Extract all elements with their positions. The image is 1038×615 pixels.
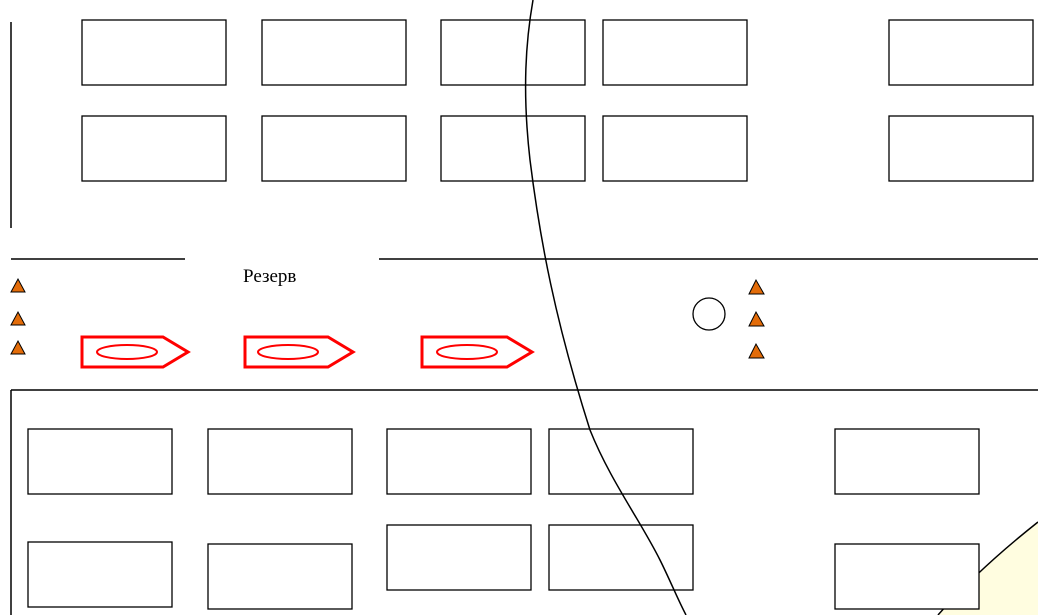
bottom-block xyxy=(834,428,980,495)
bottom-block xyxy=(548,524,694,591)
top-block xyxy=(602,115,748,182)
boat-icon xyxy=(80,335,191,369)
top-block xyxy=(602,19,748,86)
warning-triangle-icon xyxy=(10,310,26,326)
bottom-block xyxy=(207,428,353,495)
left-warning-markers xyxy=(10,277,26,355)
boat-icon xyxy=(243,335,356,369)
bottom-blocks xyxy=(27,428,980,610)
right-warning-markers xyxy=(748,278,765,359)
top-block xyxy=(261,115,407,182)
reserve-boats xyxy=(80,335,535,369)
warning-triangle-icon xyxy=(10,277,26,293)
top-blocks xyxy=(81,19,1034,182)
bottom-block xyxy=(207,543,353,610)
bottom-block xyxy=(27,428,173,495)
bottom-block xyxy=(834,543,980,610)
boat-icon xyxy=(420,335,535,369)
reserve-label: Резерв xyxy=(243,266,296,287)
top-block xyxy=(81,19,227,86)
bottom-block xyxy=(548,428,694,495)
bottom-block xyxy=(386,428,532,495)
warning-triangle-icon xyxy=(10,339,26,355)
warning-triangle-icon xyxy=(748,278,765,295)
top-block xyxy=(261,19,407,86)
top-block xyxy=(440,115,586,182)
top-block xyxy=(81,115,227,182)
warning-triangle-icon xyxy=(748,342,765,359)
boundary-curve xyxy=(524,0,687,615)
top-block xyxy=(440,19,586,86)
top-block xyxy=(888,19,1034,86)
warning-triangle-icon xyxy=(748,310,765,327)
bottom-block xyxy=(386,524,532,591)
top-block xyxy=(888,115,1034,182)
circle-marker xyxy=(692,297,726,331)
bottom-block xyxy=(27,541,173,608)
